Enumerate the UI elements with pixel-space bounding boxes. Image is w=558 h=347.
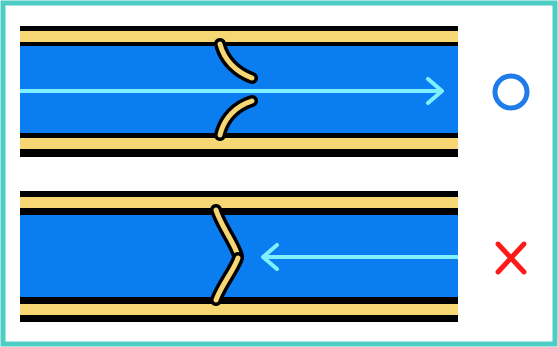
panel-forward-flow	[20, 26, 530, 157]
valve-closed	[210, 204, 244, 306]
flow-arrow-right	[20, 77, 444, 105]
panel-reverse-flow	[20, 191, 527, 322]
circle-icon	[492, 73, 530, 111]
flow-arrow-left	[261, 243, 458, 271]
cross-icon	[495, 241, 527, 275]
vessel-bottom	[20, 191, 458, 322]
valve-open	[214, 38, 258, 141]
